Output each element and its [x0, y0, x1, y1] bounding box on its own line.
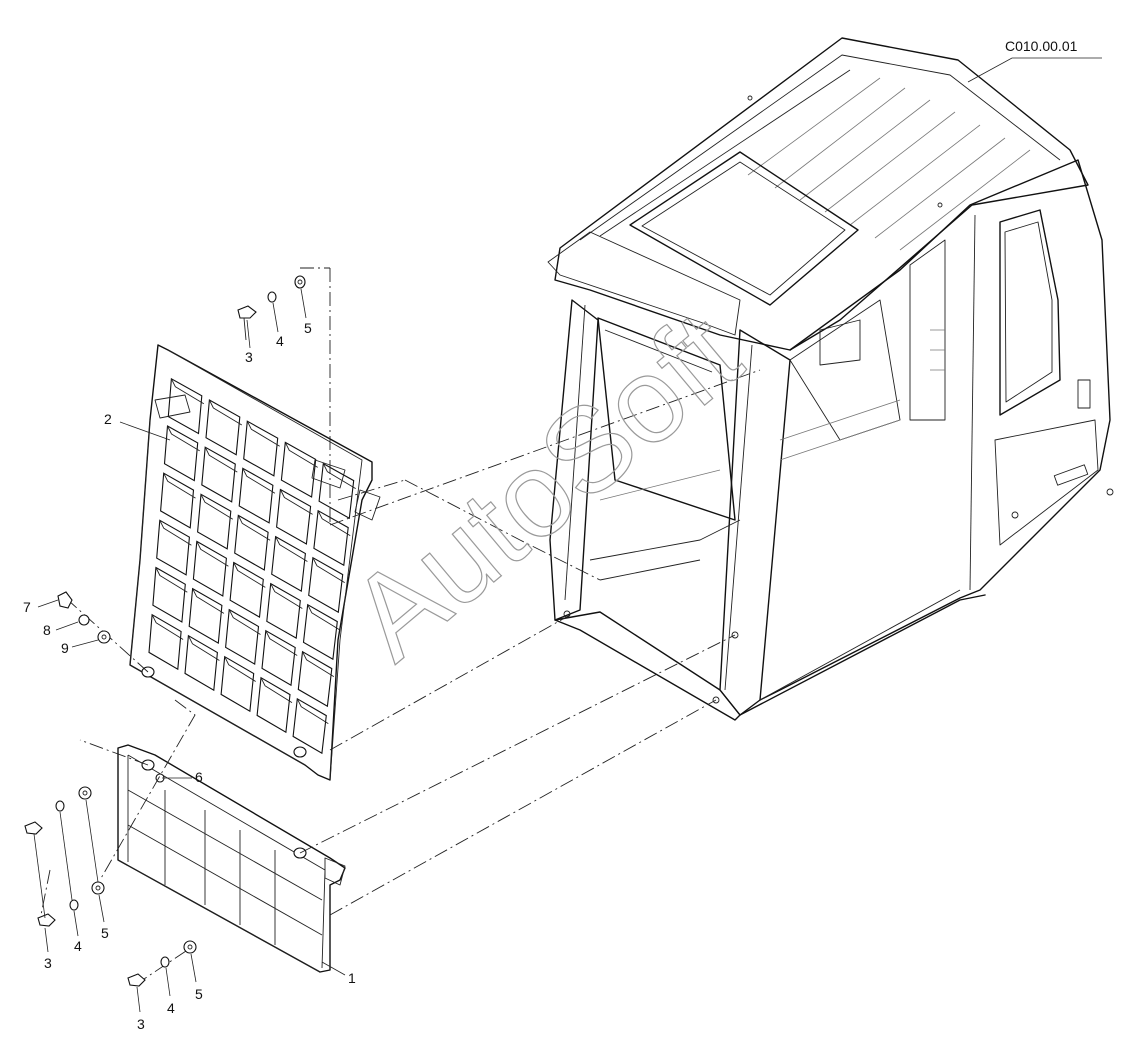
- guard-grid-cell-depth: [265, 630, 298, 656]
- callout-8: 8: [43, 622, 51, 638]
- callout-top-4: 4: [276, 333, 284, 349]
- callout-top-5: 5: [304, 320, 312, 336]
- guard-grid-cell-depth: [270, 583, 303, 609]
- guard-grid-cell: [302, 603, 338, 661]
- guard-grid-cell: [184, 634, 218, 692]
- guard-grid-cell-depth: [233, 562, 266, 588]
- guard-grid-cell: [297, 650, 333, 708]
- guard-grid-cell-depth: [296, 698, 329, 724]
- callout-bottom-4: 4: [167, 1000, 175, 1016]
- callout-6: 6: [195, 769, 203, 785]
- callout-left-5: 5: [101, 925, 109, 941]
- guard-grid-cell-depth: [228, 609, 261, 635]
- callout-bottom-3: 3: [137, 1016, 145, 1032]
- guard-grid-cell: [313, 509, 349, 567]
- guard-grid-cell: [220, 655, 255, 713]
- callout-9: 9: [61, 640, 69, 656]
- callout-2: 2: [104, 411, 112, 427]
- callout-1-leader: [321, 961, 346, 976]
- lower-front-guard: [117, 744, 346, 973]
- callout-bottom-5: 5: [195, 986, 203, 1002]
- guard-grid-cell-depth: [322, 463, 356, 489]
- guard-grid-cell: [238, 467, 274, 524]
- guard-grid-cell-depth: [192, 588, 225, 614]
- guard-grid-cell: [201, 446, 236, 503]
- guard-grid-cell-depth: [307, 604, 340, 630]
- guard-grid-cell: [266, 582, 301, 639]
- callout-left-3: 3: [44, 955, 52, 971]
- guard-grid-cell: [163, 425, 199, 482]
- guard-grid-cell: [197, 493, 232, 550]
- guard-grid: [148, 377, 356, 755]
- guard-grid-cell: [292, 697, 327, 755]
- guard-grid-cell-depth: [155, 567, 188, 593]
- left-bolt-set: [24, 786, 105, 953]
- guard-grid-cell: [271, 535, 306, 592]
- guard-grid-cell-depth: [275, 536, 308, 562]
- guard-grid-cell-depth: [242, 468, 276, 494]
- guard-grid-cell-depth: [224, 656, 256, 682]
- guard-grid-cell-depth: [204, 446, 238, 473]
- guard-grid-cell-depth: [208, 399, 243, 426]
- guard-grid-cell: [160, 472, 195, 529]
- guard-grid-cell: [152, 566, 186, 623]
- callout-top-3: 3: [245, 349, 253, 365]
- guard-grid-cell-depth: [187, 635, 220, 661]
- upper-front-guard: [129, 344, 381, 781]
- callout-left-4: 4: [74, 938, 82, 954]
- operator-cab-drawing: [547, 37, 1114, 721]
- guard-grid-cell-depth: [159, 520, 192, 546]
- watermark: AutoSoft: [326, 286, 765, 685]
- guard-grid-cell-depth: [312, 557, 345, 583]
- guard-grid-cell: [261, 629, 296, 687]
- guard-grid-cell: [188, 587, 223, 645]
- callout-7: 7: [23, 599, 31, 615]
- guard-grid-cell: [156, 519, 190, 576]
- guard-grid-cell-depth: [260, 677, 293, 703]
- bottom-bolt-set: [127, 940, 197, 1013]
- guard-grid-cell-depth: [151, 614, 184, 640]
- guard-grid-cell-depth: [284, 442, 318, 468]
- guard-grid-cell: [167, 377, 203, 435]
- guard-grid-cell-depth: [279, 489, 313, 515]
- guard-grid-cell-depth: [317, 510, 351, 536]
- reference-code: C010.00.01: [1005, 38, 1078, 54]
- guard-grid-cell-depth: [237, 515, 271, 541]
- assembly-centerlines: [39, 267, 761, 986]
- guard-grid-cell: [280, 441, 317, 498]
- guard-grid-cell: [256, 676, 291, 734]
- callout-2-leader: [119, 421, 171, 441]
- guard-grid-cell-depth: [200, 494, 234, 520]
- guard-grid-cell-depth: [167, 425, 200, 452]
- guard-grid-cell: [205, 399, 241, 456]
- guard-grid-cell-depth: [163, 472, 196, 499]
- guard-grid-cell: [308, 556, 344, 614]
- side-bolt-set: [37, 591, 111, 648]
- guard-grid-cell: [234, 514, 269, 571]
- guard-grid-cell: [225, 608, 260, 666]
- guard-grid-cell: [148, 613, 182, 671]
- guard-grid-cell-depth: [302, 651, 335, 677]
- guard-grid-cell-depth: [246, 420, 280, 447]
- guard-grid-cell: [318, 462, 355, 520]
- top-bolt-set: [237, 275, 307, 349]
- guard-grid-cell-depth: [196, 541, 229, 567]
- reference-leader-line: [967, 57, 1102, 83]
- callout-1: 1: [348, 970, 356, 986]
- guard-grid-cell: [243, 420, 279, 477]
- guard-grid-cell-depth: [170, 378, 205, 405]
- guard-grid-cell: [229, 561, 264, 619]
- guard-grid-cell: [276, 488, 312, 545]
- guard-grid-cell: [192, 540, 227, 597]
